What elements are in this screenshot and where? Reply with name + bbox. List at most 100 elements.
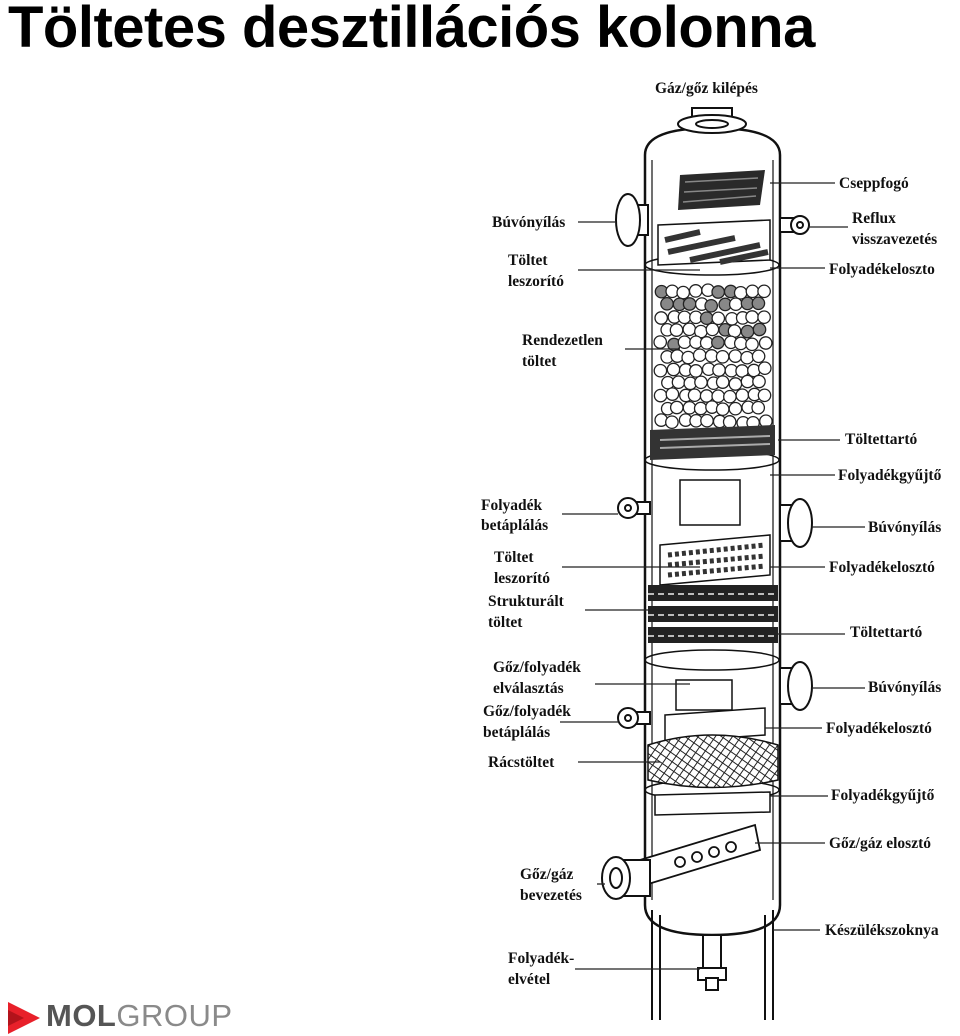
packing-sphere [740, 374, 755, 389]
page-title: Töltetes desztillációs kolonna [8, 0, 815, 60]
grid-packing [647, 734, 779, 789]
packing-sphere [654, 311, 669, 325]
label-liquid-distributor-1: Folyadékeloszto [829, 261, 935, 278]
label-packing-support-1: Töltettartó [845, 431, 918, 448]
label-liquid-collector-1: Folyadékgyűjtő [838, 467, 942, 484]
label-vapor-liquid-feed-1: Gőz/folyadék [483, 703, 571, 720]
packing-sphere [681, 350, 696, 365]
packing-sphere [665, 415, 679, 430]
packing-sphere [722, 415, 737, 429]
packing-sphere [740, 324, 755, 339]
packing-sphere [705, 322, 720, 337]
packing-sphere [733, 336, 748, 351]
packing-sphere [711, 285, 726, 299]
packing-sphere [653, 363, 668, 378]
label-packing-support-2: Töltettartó [850, 624, 923, 641]
leader-lines [560, 182, 865, 970]
label-reflux-2: visszavezetés [852, 231, 937, 248]
packing-sphere [692, 348, 707, 363]
packing-sphere [682, 400, 697, 415]
label-liquid-outlet-1: Folyadék- [508, 950, 574, 967]
packing-sphere [728, 377, 743, 391]
packing-sphere [745, 310, 759, 324]
packing-sphere [700, 413, 714, 428]
packing-sphere [712, 363, 726, 377]
logo-triangle-icon [8, 1002, 40, 1034]
label-liquid-feed-2: betáplálás [481, 517, 548, 534]
packing-sphere [653, 388, 668, 403]
packing-sphere [715, 375, 730, 389]
label-bed-limiter-mid-1: Töltet [494, 549, 534, 566]
packing-sphere [682, 322, 697, 337]
packing-sphere [727, 324, 742, 338]
packing-sphere [653, 335, 668, 349]
packing-sphere [688, 284, 703, 298]
packing-sphere [752, 374, 766, 389]
random-packing [653, 283, 773, 430]
label-bed-limiter-top-1: Töltet [508, 252, 548, 269]
packing-sphere [660, 296, 674, 311]
side-nozzles [601, 193, 813, 900]
packing-sphere [669, 400, 684, 415]
packing-sphere [671, 375, 686, 390]
packing-sphere [699, 311, 714, 326]
mol-group-logo: MOLGROUP [6, 996, 256, 1036]
label-structured-packing-1: Strukturált [488, 593, 565, 610]
label-vapor-liquid-feed-2: betáplálás [483, 724, 550, 741]
label-vapor-gas-inlet-2: bevezetés [520, 887, 582, 904]
liquid-distributor-top [657, 219, 771, 266]
label-random-packing-1: Rendezetlen [522, 332, 603, 349]
label-structured-packing-2: töltet [488, 614, 523, 631]
liquid-collector-low [654, 791, 771, 816]
label-liquid-outlet-2: elvétel [508, 971, 551, 988]
packing-sphere [728, 349, 743, 363]
label-manhole-low: Búvónyílás [868, 679, 941, 696]
label-grid-packing: Rácstöltet [488, 754, 555, 771]
label-reflux-1: Reflux [852, 210, 896, 227]
packing-sphere [687, 388, 702, 403]
packing-sphere [745, 337, 759, 352]
label-vapor-gas-inlet-1: Gőz/gáz [520, 866, 573, 883]
label-vapor-liquid-separation-1: Gőz/folyadék [493, 659, 581, 676]
packing-sphere [751, 296, 766, 311]
label-liquid-distributor-3: Folyadékelosztó [826, 720, 932, 737]
packing-sphere [728, 401, 743, 416]
packing-sphere [693, 401, 708, 416]
label-vapor-liquid-separation-2: elválasztás [493, 680, 564, 697]
packing-sphere [752, 322, 767, 337]
packing-sphere [666, 362, 681, 377]
liquid-distributor-mid [659, 479, 771, 586]
packing-sphere [758, 336, 773, 350]
packing-sphere [711, 311, 726, 326]
structured-packing [648, 585, 778, 643]
packing-sphere [704, 298, 719, 313]
packing-sphere [677, 310, 692, 325]
packing-sphere [669, 323, 684, 337]
label-random-packing-2: töltet [522, 353, 557, 370]
label-liquid-distributor-2: Folyadékelosztó [829, 559, 935, 576]
packing-sphere [735, 388, 750, 403]
packing-sphere [757, 310, 771, 325]
packing-sphere [677, 335, 692, 350]
packing-sphere [728, 297, 743, 312]
gas-vapor-outlet-nozzle [677, 107, 747, 134]
vessel-skirt [651, 910, 774, 1020]
packing-sphere [676, 285, 691, 300]
packing-sphere [757, 284, 771, 299]
packing-sphere [757, 388, 772, 403]
packing-sphere [715, 349, 730, 364]
logo-text: MOLGROUP [46, 998, 233, 1033]
labels: Gáz/gőz kilépés Cseppfogó Búvónyílás Ref… [481, 80, 942, 988]
label-vessel-skirt: Készülékszoknya [825, 922, 939, 939]
label-liquid-feed-1: Folyadék [481, 497, 543, 514]
packing-sphere [751, 400, 766, 415]
packing-sphere [757, 361, 772, 376]
label-liquid-collector-2: Folyadékgyűjtő [831, 787, 935, 804]
packing-sphere [715, 402, 730, 417]
packing-sphere [682, 297, 697, 311]
packing-sphere [745, 284, 760, 299]
label-gas-vapor-outlet: Gáz/gőz kilépés [655, 80, 758, 97]
packing-sphere [699, 336, 714, 350]
packing-support-1 [650, 425, 775, 460]
